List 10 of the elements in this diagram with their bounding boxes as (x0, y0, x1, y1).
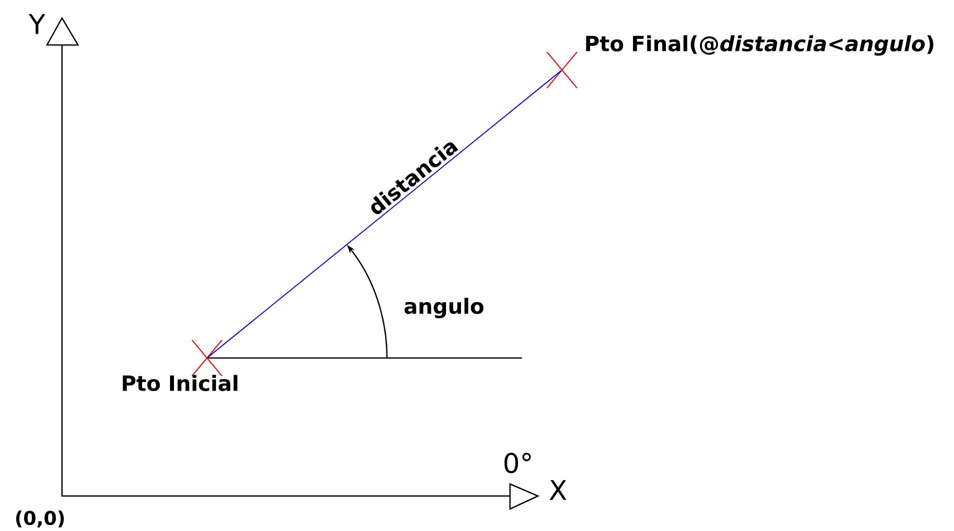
axis-label: X (550, 480, 566, 500)
axis-label: angulo (404, 298, 484, 318)
line (207, 70, 562, 358)
point-marker (192, 340, 222, 376)
point-label: Pto Inicial (122, 374, 238, 392)
axis-label: Y (28, 14, 46, 34)
axis-label: (0,0) (16, 510, 64, 528)
axis-label: 0° (504, 452, 531, 474)
point-label: Pto Final(@distancia<angulo) (586, 35, 934, 56)
point-marker (546, 52, 578, 88)
